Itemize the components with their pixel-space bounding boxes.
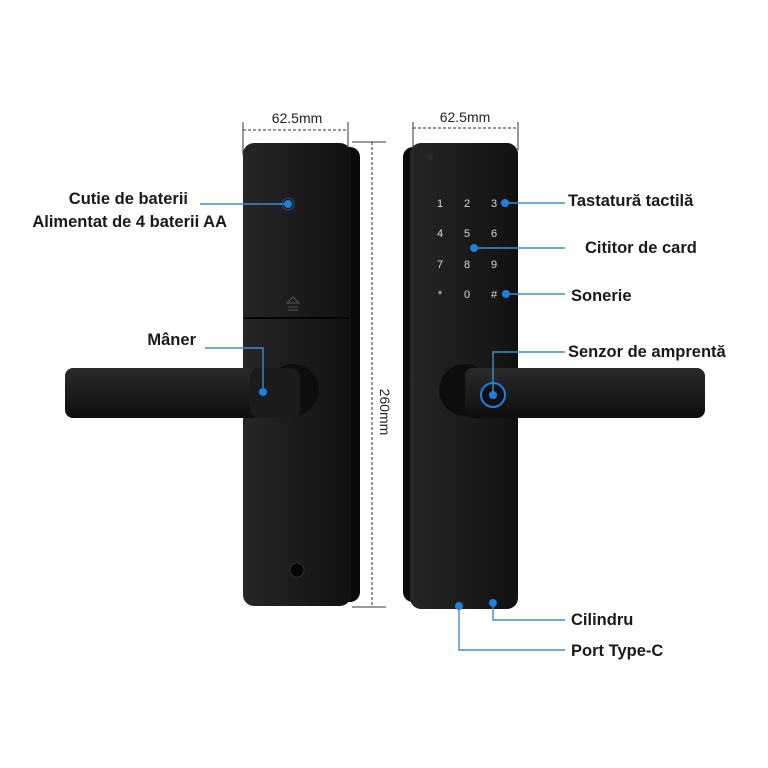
key-1[interactable]: 1: [437, 198, 443, 210]
callout-dot-icon: [284, 200, 292, 208]
handle-label: Mâner: [147, 331, 196, 349]
width-left-label: 62.5mm: [272, 110, 323, 126]
card-reader-label: Cititor de card: [585, 239, 697, 257]
key-5[interactable]: 5: [464, 228, 470, 240]
camera-dot: [427, 154, 433, 160]
key-9[interactable]: 9: [491, 259, 497, 271]
callout-usb-port: Port Type-C: [455, 602, 663, 660]
key-7[interactable]: 7: [437, 259, 443, 271]
callout-handle: Mâner: [147, 331, 267, 396]
right-handle: [465, 368, 705, 418]
key-3[interactable]: 3: [491, 198, 497, 210]
left-handle: [65, 368, 300, 418]
touch-keypad-label: Tastatură tactilă: [568, 192, 694, 210]
callout-dot-icon: [455, 602, 463, 610]
key-star[interactable]: *: [438, 289, 443, 301]
key-0[interactable]: 0: [464, 289, 470, 301]
key-2[interactable]: 2: [464, 198, 470, 210]
keyhole-icon: [289, 562, 305, 578]
callout-fingerprint: Senzor de amprentă: [489, 343, 727, 399]
callout-battery-box: Cutie de baterii Alimentat de 4 baterii …: [32, 190, 295, 231]
callout-dot-icon: [489, 599, 497, 607]
width-right-label: 62.5mm: [440, 109, 491, 125]
callout-cylinder: Cilindru: [489, 599, 633, 629]
keypad: 1 2 3 4 5 6 7 8 9 * 0 #: [437, 198, 498, 301]
callout-dot-icon: [470, 244, 478, 252]
callout-card-reader: Cititor de card: [470, 239, 697, 257]
right-lock-front: [403, 143, 705, 609]
key-8[interactable]: 8: [464, 259, 470, 271]
key-hash[interactable]: #: [491, 289, 498, 301]
callout-dot-icon: [489, 391, 497, 399]
callout-doorbell: Sonerie: [502, 287, 632, 305]
battery-note-label: Alimentat de 4 baterii AA: [32, 213, 227, 231]
key-6[interactable]: 6: [491, 228, 497, 240]
fingerprint-label: Senzor de amprentă: [568, 343, 727, 361]
dimension-width-left: 62.5mm: [242, 110, 349, 155]
height-label: 260mm: [377, 389, 393, 436]
key-4[interactable]: 4: [437, 228, 443, 240]
callout-touch-keypad: Tastatură tactilă: [501, 192, 694, 210]
dimension-width-right: 62.5mm: [412, 109, 519, 150]
callout-dot-icon: [501, 199, 509, 207]
battery-box-label: Cutie de baterii: [69, 190, 188, 208]
battery-cover-arrow-icon: [285, 296, 301, 311]
callout-dot-icon: [502, 290, 510, 298]
usb-port-label: Port Type-C: [571, 642, 663, 660]
dimension-height: 260mm: [352, 141, 393, 608]
callout-dot-icon: [259, 388, 267, 396]
cylinder-label: Cilindru: [571, 611, 633, 629]
doorbell-label: Sonerie: [571, 287, 632, 305]
